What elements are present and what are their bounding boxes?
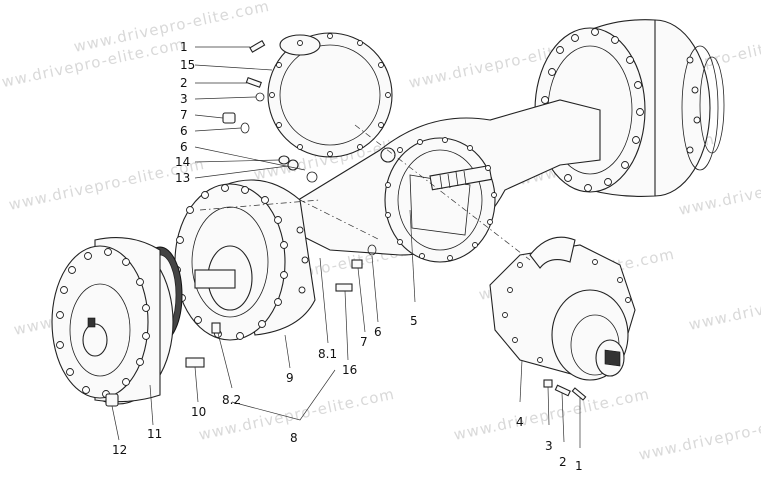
watermark-text: www.drivepro-elite.com xyxy=(687,275,761,334)
callout-label-3: 3 xyxy=(545,439,553,453)
left-hub-bolts xyxy=(173,184,309,340)
hardware-parts xyxy=(105,40,587,407)
plug-part-14 xyxy=(278,155,290,165)
callout-label-14: 14 xyxy=(175,155,190,169)
bolt-part-10 xyxy=(185,357,205,368)
callout-label-6: 6 xyxy=(374,325,382,339)
callout-label-6: 6 xyxy=(180,124,188,138)
callout-label-2: 2 xyxy=(180,76,188,90)
callout-label-12: 12 xyxy=(112,443,127,457)
stud-part-1b xyxy=(571,387,587,401)
cover-flange-bolts xyxy=(269,33,391,157)
callout-label-16: 16 xyxy=(342,363,357,377)
cover-flange xyxy=(267,32,393,158)
watermark-text: www.drivepro-elite.com xyxy=(452,385,651,444)
callout-label-6: 6 xyxy=(180,140,188,154)
diff-bolts xyxy=(502,259,631,363)
right-hub-bolts xyxy=(541,28,701,192)
callout-label-8-1: 8.1 xyxy=(318,347,337,361)
watermark-text: www.drivepro-elite.com xyxy=(637,405,761,464)
callout-label-2: 2 xyxy=(559,455,567,469)
housing-flange-bolts xyxy=(385,137,497,261)
nut-part-7b xyxy=(351,259,363,269)
callout-label-8-2: 8.2 xyxy=(222,393,241,407)
callout-label-13: 13 xyxy=(175,171,190,185)
washer-part-6 xyxy=(240,122,250,134)
stud-part-2b xyxy=(554,384,571,397)
callout-label-3: 3 xyxy=(180,92,188,106)
pin-part-16 xyxy=(335,283,353,292)
ring-part-6b xyxy=(306,171,318,183)
callout-label-9: 9 xyxy=(286,371,294,385)
end-cover-bolts xyxy=(56,248,150,398)
spacer-part-8-2 xyxy=(211,322,221,334)
center-lines xyxy=(199,124,531,261)
axle-shaft-spline xyxy=(429,164,493,191)
differential-assembly xyxy=(489,236,636,381)
washer-part-3 xyxy=(255,92,265,102)
callout-label-4: 4 xyxy=(516,415,524,429)
stud-part-1 xyxy=(249,40,266,53)
callout-label-10: 10 xyxy=(191,405,206,419)
callout-label-5: 5 xyxy=(410,314,418,328)
nut-part-7 xyxy=(222,112,236,124)
seal-part-13 xyxy=(287,159,299,171)
callout-label-1: 1 xyxy=(575,459,583,473)
callout-label-15: 15 xyxy=(180,58,195,72)
callout-label-7: 7 xyxy=(180,108,188,122)
callout-labels: 1 15 2 3 7 6 6 14 13 12 11 10 8.2 9 8.1 … xyxy=(112,40,583,473)
callout-label-7: 7 xyxy=(360,335,368,349)
plug-part-12 xyxy=(105,393,119,407)
washer-part-6c xyxy=(367,244,377,256)
stud-part-2 xyxy=(245,77,262,88)
callout-label-8: 8 xyxy=(290,431,298,445)
nut-part-3b xyxy=(543,379,553,388)
planetary-end-cover xyxy=(51,237,174,405)
left-wheel-hub xyxy=(173,179,316,341)
leader-lines xyxy=(111,46,581,448)
callout-label-11: 11 xyxy=(147,427,162,441)
callout-label-1: 1 xyxy=(180,40,188,54)
